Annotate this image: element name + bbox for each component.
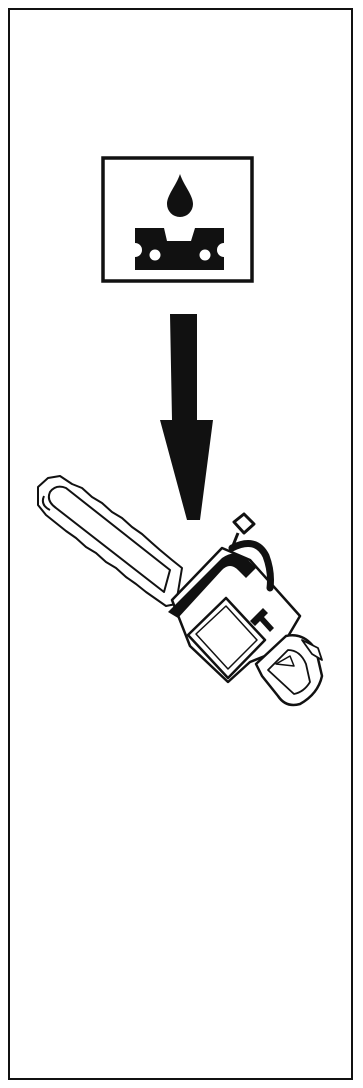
down-arrow-icon xyxy=(160,314,213,520)
chainsaw-icon xyxy=(38,476,322,705)
chain-oil-symbol-icon xyxy=(103,158,252,281)
